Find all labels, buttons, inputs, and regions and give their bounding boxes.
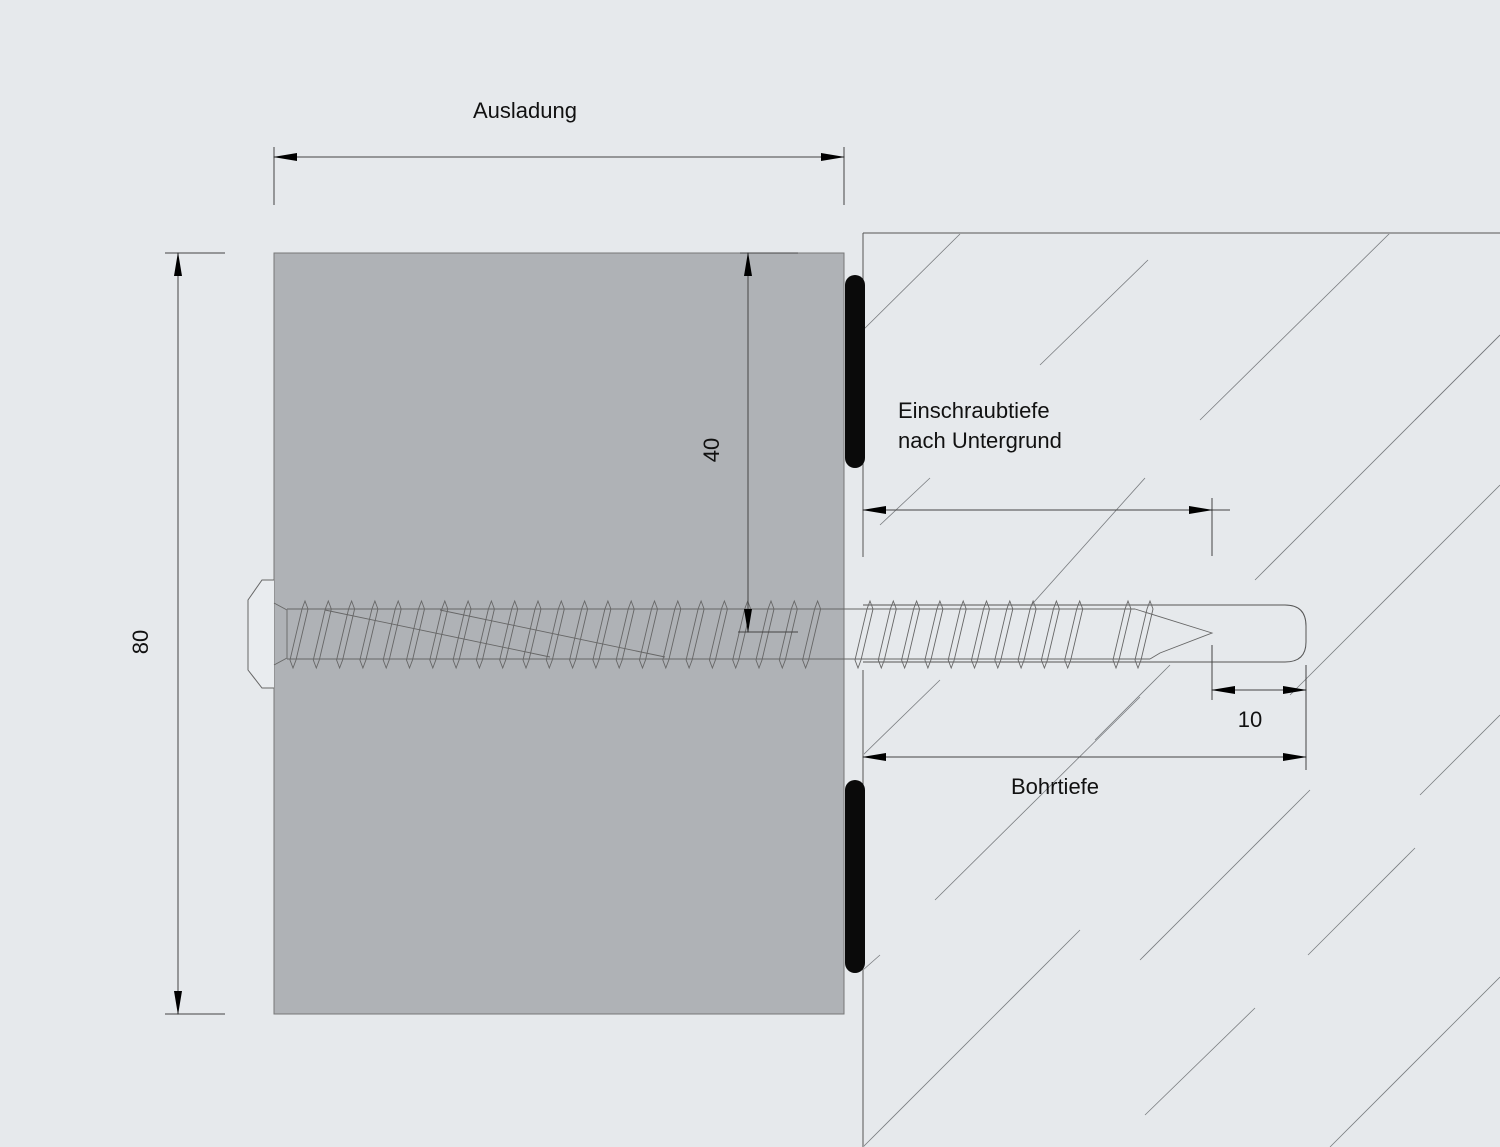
- thread-flank: [685, 599, 705, 670]
- thread-flank: [1134, 599, 1154, 670]
- label-einschraubtiefe-line2: nach Untergrund: [898, 428, 1062, 453]
- hatch-line: [1254, 334, 1500, 581]
- label-ausladung: Ausladung: [473, 98, 577, 123]
- thread-flank: [901, 599, 921, 670]
- label-bohrtiefe: Bohrtiefe: [1011, 774, 1099, 799]
- thread-flank: [499, 599, 519, 670]
- thread-flank: [312, 599, 332, 670]
- dimension-einschraubtiefe: Einschraubtiefe nach Untergrund: [862, 398, 1230, 556]
- hatch-line: [1289, 484, 1500, 696]
- thread-flank: [429, 599, 449, 670]
- screw-thread-helix: [324, 609, 551, 658]
- dimension-height-half: 40: [699, 252, 798, 633]
- hatch-line: [934, 696, 1141, 901]
- thread-flank: [522, 599, 542, 670]
- thread-flank: [382, 599, 402, 670]
- thread-flank: [877, 599, 897, 670]
- hatch-line: [864, 929, 1081, 1147]
- thread-flank: [708, 599, 728, 670]
- label-einschraubtiefe-line1: Einschraubtiefe: [898, 398, 1050, 423]
- thread-flank: [1017, 599, 1037, 670]
- thread-flank: [971, 599, 990, 670]
- thread-flank: [452, 599, 472, 670]
- dimension-bohrtiefe: Bohrtiefe: [862, 753, 1307, 799]
- thread-flank: [1112, 599, 1132, 670]
- thread-flank: [545, 599, 565, 670]
- hatch-line: [1307, 847, 1416, 956]
- hatch-line: [864, 954, 881, 970]
- dimension-tip-clearance: 10: [1211, 645, 1307, 770]
- gasket-upper: [845, 275, 865, 468]
- thread-flank: [359, 599, 379, 670]
- thread-flank: [336, 599, 356, 670]
- thread-flank: [592, 599, 612, 670]
- thread-flank: [854, 599, 874, 670]
- thread-flank: [406, 599, 425, 670]
- drill-hole: [863, 604, 1307, 663]
- wall-hatching: [864, 234, 1500, 1147]
- label-height-half: 40: [699, 438, 724, 462]
- thread-flank: [924, 599, 944, 670]
- label-tip-clearance: 10: [1238, 707, 1262, 732]
- dimension-height-total: 80: [128, 252, 225, 1015]
- dimension-ausladung: Ausladung: [273, 98, 845, 205]
- thread-flank: [778, 599, 798, 670]
- screw-head: [247, 579, 274, 689]
- thread-flank: [802, 599, 822, 670]
- screw-head-countersink: [273, 602, 288, 666]
- thread-flank: [755, 599, 775, 670]
- screw: [247, 579, 1214, 689]
- hatch-line: [1094, 664, 1171, 741]
- thread-flank: [639, 599, 658, 670]
- thread-flank: [615, 599, 635, 670]
- wall: [862, 232, 1500, 1147]
- gasket-lower: [845, 780, 865, 973]
- spacer-block: [273, 252, 845, 1015]
- thread-flank: [569, 599, 589, 670]
- hatch-line: [864, 679, 941, 755]
- screw-tip: [1134, 608, 1214, 660]
- hatch-line: [1199, 234, 1390, 421]
- thread-flank: [1040, 599, 1060, 670]
- hatch-line: [1329, 976, 1500, 1147]
- thread-flank: [1064, 599, 1084, 670]
- hatch-line: [1039, 259, 1149, 366]
- hatch-line: [1144, 1007, 1256, 1116]
- label-height-total: 80: [128, 630, 153, 654]
- screw-threads: [289, 599, 1154, 670]
- hatch-line: [1419, 714, 1500, 796]
- thread-flank: [947, 599, 967, 670]
- hatch-line: [864, 234, 961, 330]
- hatch-line: [1139, 789, 1311, 961]
- thread-flank: [662, 599, 682, 670]
- thread-flank: [475, 599, 495, 670]
- thread-flank: [994, 599, 1014, 670]
- hatch-line: [879, 477, 931, 526]
- thread-flank: [289, 599, 309, 670]
